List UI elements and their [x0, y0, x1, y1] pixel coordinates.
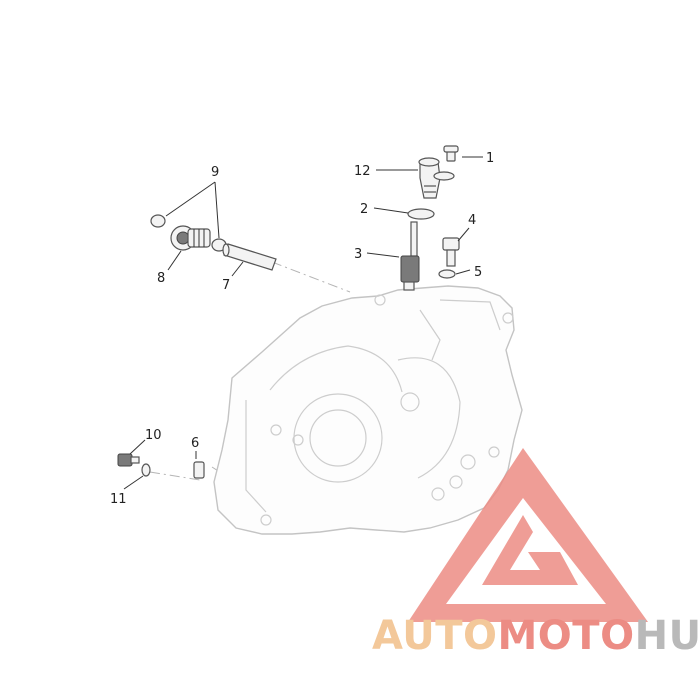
callout-8: 8: [157, 271, 165, 286]
callout-labels: 1 2 3 4 5 6 7 8 9 10 11 12: [110, 151, 494, 507]
part-9-ring-left: [150, 214, 166, 228]
part-12-drive-housing: [418, 157, 455, 199]
callout-6: 6: [191, 436, 199, 451]
callout-4: 4: [468, 213, 476, 228]
watermark-text-auto: AUTO: [372, 613, 498, 659]
crankcase-half: [213, 285, 523, 535]
callout-7: 7: [222, 278, 230, 293]
callout-11: 11: [110, 492, 127, 507]
part-11-washer: [141, 463, 151, 477]
watermark-logo: [408, 448, 648, 622]
leader-lines: [123, 156, 483, 490]
callout-5: 5: [474, 265, 482, 280]
watermark-text-hub: HUB: [635, 613, 700, 659]
part-8-gear: [170, 225, 211, 251]
callout-3: 3: [354, 247, 362, 262]
callout-9: 9: [211, 165, 219, 180]
part-2-oring: [407, 208, 435, 220]
callout-10: 10: [145, 428, 162, 443]
part-4-bolt: [442, 237, 460, 267]
part-3-gear-shaft: [400, 221, 420, 291]
watermark-g-shape: [482, 515, 578, 585]
part-7-shaft: [222, 243, 277, 271]
part-1-screw: [443, 145, 459, 162]
watermark-text-moto: MOTO: [498, 613, 635, 659]
part-10-bolt: [117, 453, 140, 467]
part-6-dowel: [193, 461, 205, 479]
watermark-text: AUTOMOTOHUB: [372, 613, 700, 659]
callout-12: 12: [354, 164, 371, 179]
part-5-washer: [438, 269, 456, 279]
callout-1: 1: [486, 151, 494, 166]
callout-2: 2: [360, 202, 368, 217]
